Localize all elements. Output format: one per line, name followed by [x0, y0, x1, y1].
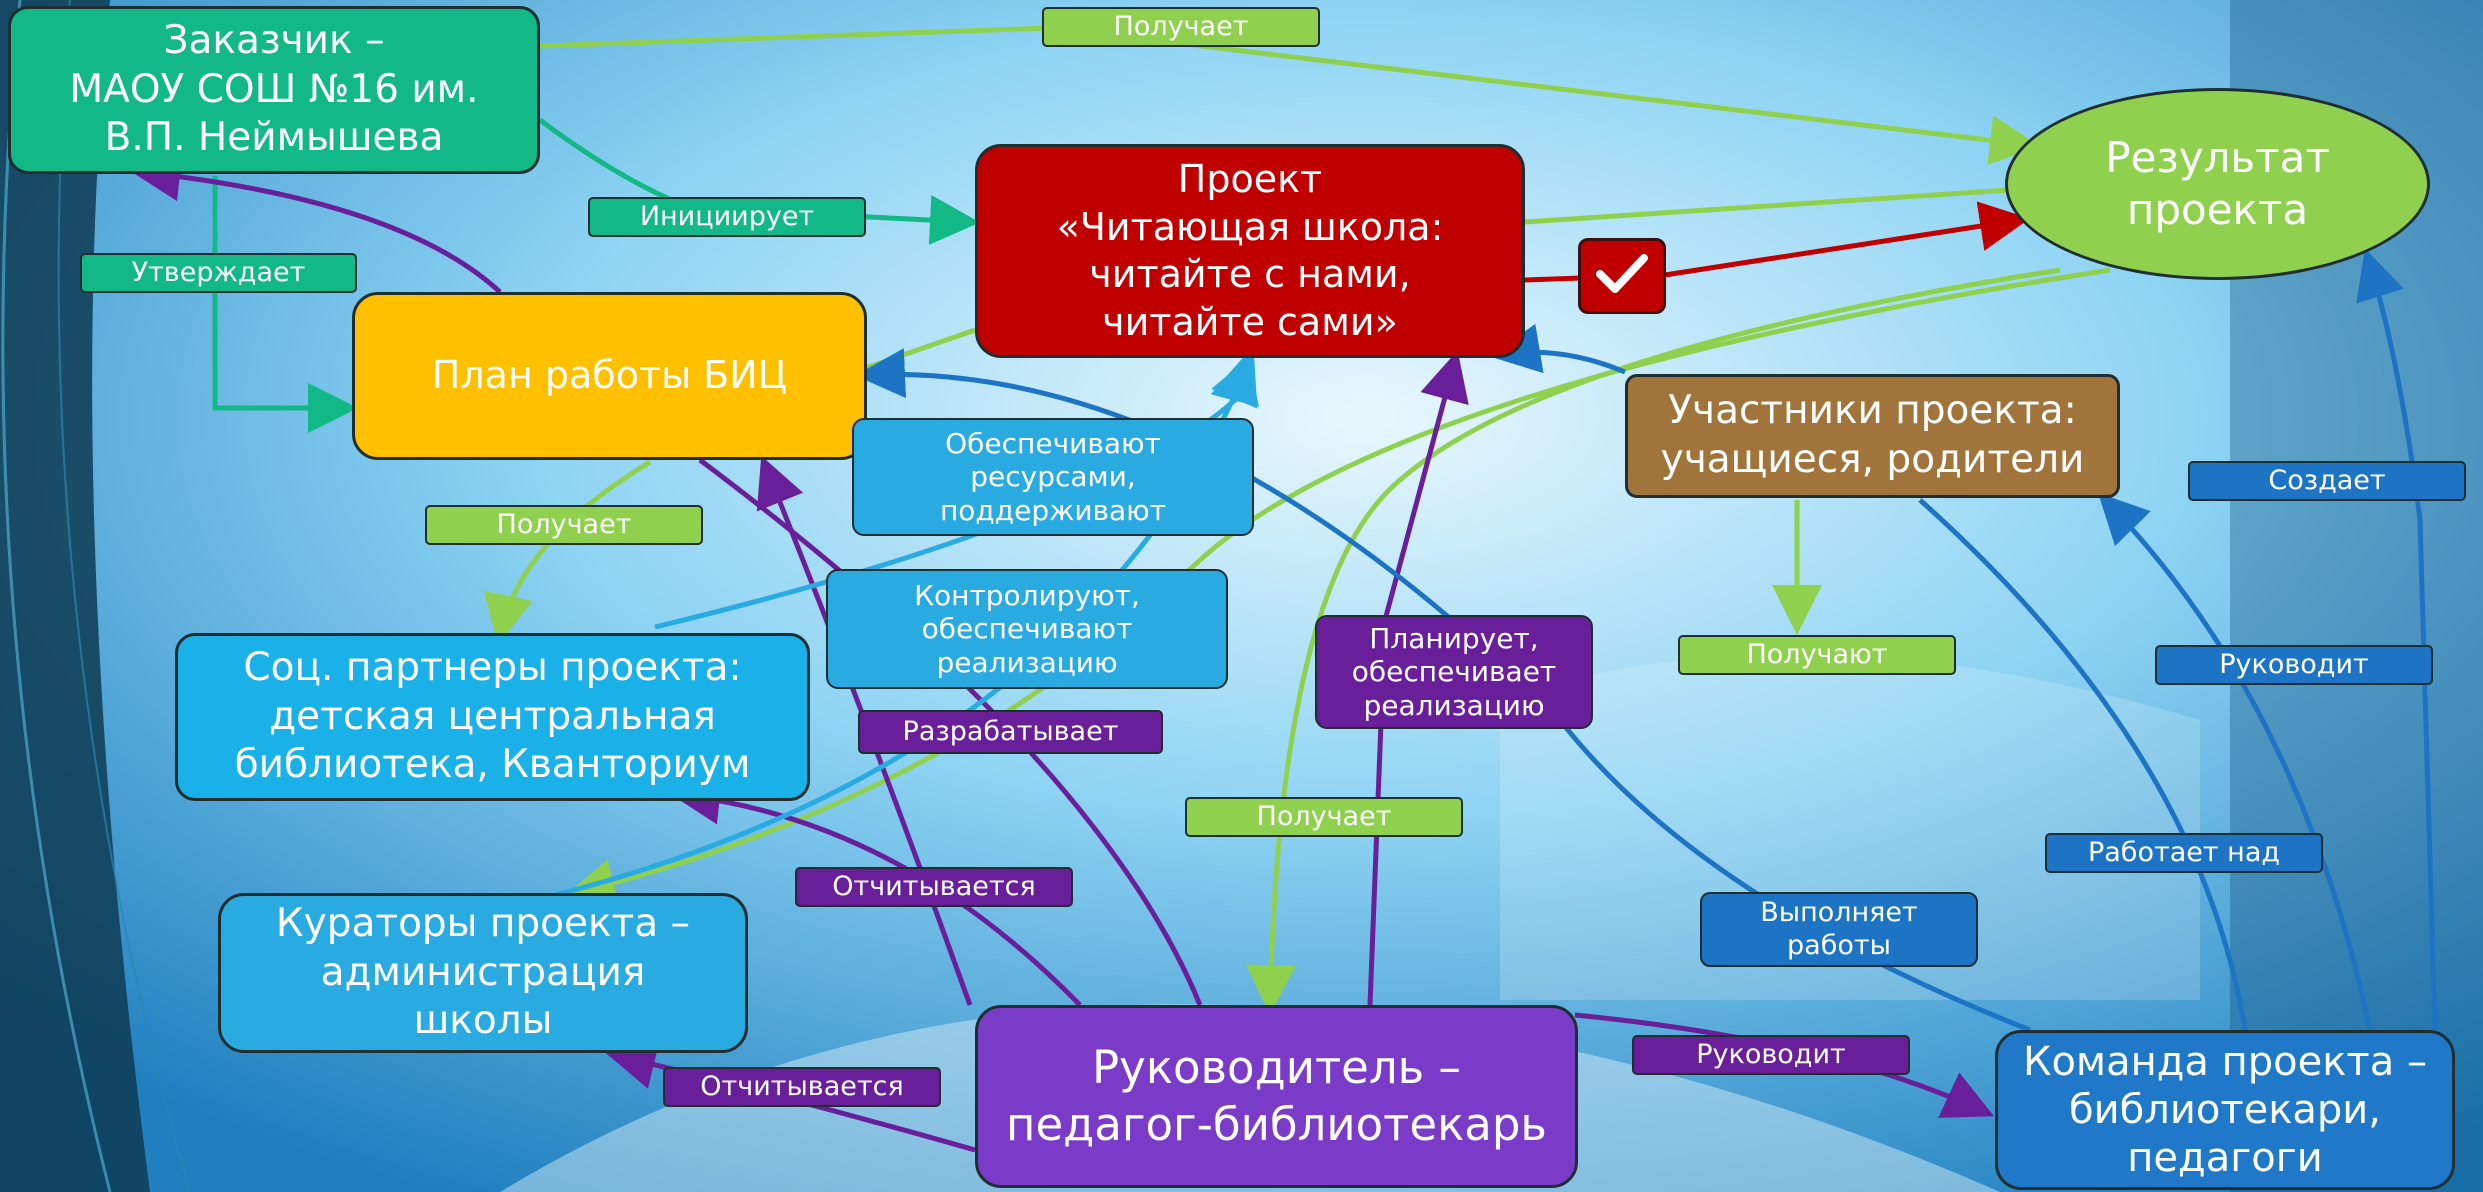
node-result: Результат проекта [2005, 88, 2430, 280]
node-curators: Кураторы проекта – администрация школы [218, 893, 748, 1053]
node-participants: Участники проекта: учащиеся, родители [1625, 374, 2120, 498]
node-plan: План работы БИЦ [352, 292, 867, 460]
label-provide-resources: Обеспечивают ресурсами, поддерживают [852, 418, 1254, 536]
label-initiates: Инициирует [588, 197, 866, 237]
label-receives-plan: Получает [425, 505, 703, 545]
node-project: Проект «Читающая школа: читайте с нами, … [975, 144, 1525, 358]
checkmark-icon [1595, 252, 1649, 300]
node-team: Команда проекта – библиотекари, педагоги [1995, 1030, 2455, 1190]
label-approves: Утверждает [80, 253, 357, 293]
label-performs: Выполняет работы [1700, 892, 1978, 967]
checkmark-badge [1578, 238, 1666, 314]
label-plans: Планирует, обеспечивает реализацию [1315, 615, 1593, 729]
node-head: Руководитель – педагог-библиотекарь [975, 1005, 1578, 1188]
label-develops: Разрабатывает [858, 710, 1163, 754]
label-receives-top: Получает [1042, 7, 1320, 47]
node-partners: Соц. партнеры проекта: детская центральн… [175, 633, 810, 801]
label-leads-right: Руководит [2155, 645, 2433, 685]
label-works-on: Работает над [2045, 833, 2323, 873]
label-control: Контролируют, обеспечивают реализацию [826, 569, 1228, 689]
label-reports-2: Отчитывается [663, 1067, 941, 1107]
node-customer: Заказчик – МАОУ СОШ №16 им. В.П. Неймыше… [8, 6, 540, 174]
label-leads-bottom: Руководит [1632, 1035, 1910, 1075]
label-participants-receive: Получают [1678, 635, 1956, 675]
label-receives-head: Получает [1185, 797, 1463, 837]
label-reports-1: Отчитывается [795, 867, 1073, 907]
label-creates: Создает [2188, 461, 2466, 501]
